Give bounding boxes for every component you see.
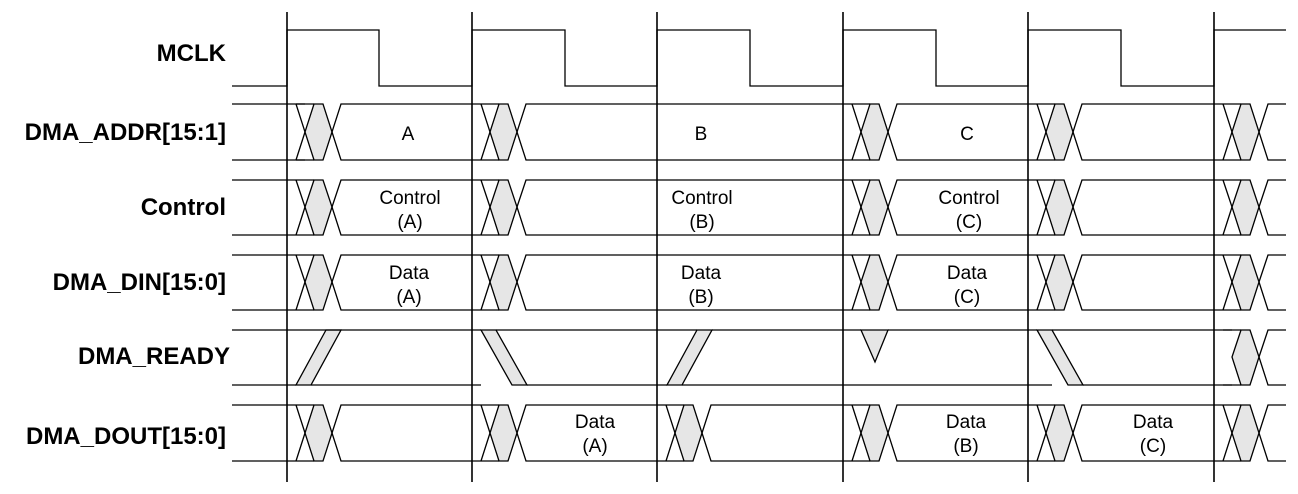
dma-dout-label-a-line1: Data bbox=[575, 412, 616, 433]
signal-name-dma-ready: DMA_READY bbox=[78, 343, 230, 370]
dma-din-label-a-line2: (A) bbox=[396, 287, 421, 308]
signal-name-control: Control bbox=[141, 194, 226, 221]
dma-dout-waveform bbox=[232, 404, 1286, 462]
dma-din-label-b-line2: (B) bbox=[688, 287, 713, 308]
dma-din-label-c-line2: (C) bbox=[954, 287, 980, 308]
signal-name-dma-dout: DMA_DOUT[15:0] bbox=[26, 423, 226, 450]
control-label-c-line2: (C) bbox=[956, 212, 982, 233]
control-label-b-line1: Control bbox=[671, 188, 732, 209]
control-label-a-line2: (A) bbox=[397, 212, 422, 233]
signal-name-mclk: MCLK bbox=[157, 40, 227, 67]
dma-dout-label-c-line2: (C) bbox=[1140, 436, 1166, 457]
signal-name-dma-addr: DMA_ADDR[15:1] bbox=[25, 119, 226, 146]
control-label-a-line1: Control bbox=[379, 188, 440, 209]
clock-edge-lines bbox=[286, 12, 1215, 482]
dma-addr-label-a: A bbox=[402, 124, 415, 145]
dma-dout-label-b-line2: (B) bbox=[953, 436, 978, 457]
dma-ready-waveform bbox=[232, 329, 1286, 386]
control-label-b-line2: (B) bbox=[689, 212, 714, 233]
dma-din-waveform bbox=[232, 254, 1286, 311]
control-waveform bbox=[232, 179, 1286, 236]
dma-addr-waveform bbox=[232, 103, 1286, 161]
dma-din-label-c-line1: Data bbox=[947, 263, 988, 284]
dma-din-label-b-line1: Data bbox=[681, 263, 722, 284]
mclk-waveform bbox=[232, 29, 1286, 87]
dma-dout-label-b-line1: Data bbox=[946, 412, 987, 433]
dma-dout-label-c-line1: Data bbox=[1133, 412, 1174, 433]
dma-din-label-a-line1: Data bbox=[389, 263, 430, 284]
dma-addr-label-b: B bbox=[695, 124, 708, 145]
dma-addr-label-c: C bbox=[960, 124, 974, 145]
dma-dout-label-a-line2: (A) bbox=[582, 436, 607, 457]
signal-name-dma-din: DMA_DIN[15:0] bbox=[53, 269, 226, 296]
control-label-c-line1: Control bbox=[938, 188, 999, 209]
